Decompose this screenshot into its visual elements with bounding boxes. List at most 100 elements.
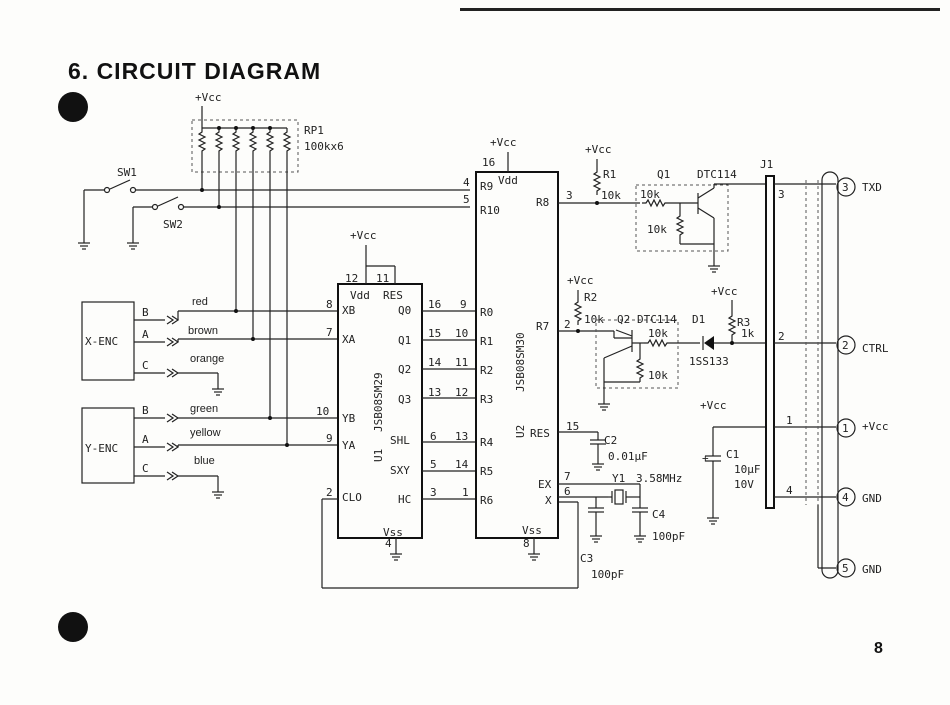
txd-driver: +Vcc R1 10k Q1 DTC114 10k 10k [558,143,766,273]
wire-yellow: yellow [190,427,221,439]
u1-pin: Q1 [398,334,411,347]
u2-pin-num: 10 [455,327,468,340]
x-enc-label: X-ENC [85,335,118,348]
switch-sw2: SW2 [126,196,470,250]
u2-pin: R10 [480,204,500,217]
u2-pin: RES [530,427,550,440]
u2-pin-num: 13 [455,430,468,443]
wire-blue: blue [194,455,215,467]
wire-green: green [190,403,218,415]
u2-pin: R8 [536,196,549,209]
u1-pin-num: 14 [428,356,442,369]
x-encoder: X-ENC B A C red brown orange [81,296,338,396]
terminal-label-txd: TXD [862,181,882,194]
ctrl-driver: +Vcc R2 10k Q2 DTC114 10k 10k D1 1SS133 … [558,274,766,411]
q1-rbase: 10k [640,188,660,201]
x-enc-pin-b: B [142,306,149,319]
terminal-num: 1 [842,422,849,435]
u1-pin: Q3 [398,393,411,406]
u1-pin: Q0 [398,304,411,317]
u1-pin-num: 15 [428,327,441,340]
j1-ref: J1 [760,158,773,171]
c1-volt: 10V [734,478,754,491]
terminal-num: 5 [842,562,849,575]
u2-pin-num: 15 [566,420,579,433]
d1-part: 1SS133 [689,355,729,368]
terminal-label-ctrl: CTRL [862,342,889,355]
u1-pin: CLO [342,491,362,504]
u2-pin: R1 [480,335,493,348]
j1-pin: 2 [778,330,785,343]
y-enc-pin-a: A [142,433,149,446]
q2-ref: Q2 [617,313,630,326]
top-rule [460,8,940,11]
r3-ref: R3 [737,316,750,329]
d1-ref: D1 [692,313,705,326]
u2-ref: U2 [514,425,527,438]
sw2-label: SW2 [163,218,183,231]
x-enc-pin-a: A [142,328,149,341]
u2-pin-num: 7 [564,470,571,483]
u1-pin: SHL [390,434,410,447]
c3-value: 100pF [591,568,624,581]
u2-pin-num: 4 [463,176,470,189]
c3-ref: C3 [580,552,593,565]
u1-pin-num: 11 [376,272,389,285]
u1-res: RES [383,289,403,302]
y1-ref: Y1 [612,472,625,485]
wire-orange: orange [190,353,224,365]
u1-pin-num: 7 [326,326,333,339]
u2-pin-num: 16 [482,156,495,169]
u1-pin-num: 3 [430,486,437,499]
c1-ref: C1 [726,448,739,461]
u2-pin: R4 [480,436,494,449]
u1-pin-num: 10 [316,405,329,418]
page-number: 8 [874,640,883,657]
u1-pin: YB [342,412,356,425]
y-enc-pin-c: C [142,462,149,475]
u2-vdd: Vdd [498,174,518,187]
u2-pin: R2 [480,364,493,377]
u2-pin-num: 9 [460,298,467,311]
u1-pin-num: 9 [326,432,333,445]
c4-ref: C4 [652,508,666,521]
u2-pin: X [545,494,552,507]
u2-vss: Vss [522,524,542,537]
u2-pin-num: 3 [566,189,573,202]
r2-ref: R2 [584,291,597,304]
terminal-num: 2 [842,339,849,352]
u1-ref: U1 [372,449,385,462]
u2-pin-num: 5 [463,193,470,206]
u2-pin-num: 14 [455,458,469,471]
u2-pin-num: 8 [523,537,530,550]
ic-u2: +Vcc 16 Vdd R9 R10 R0 R1 R2 R3 R4 R5 R6 … [455,136,579,561]
y-enc-pin-b: B [142,404,149,417]
u1-pin: HC [398,493,411,506]
resistor-network-rp1: RP1 100kx6 +Vcc [191,91,344,445]
reset-cap: C2 0.01μF [558,431,648,471]
u1-pin-num: 8 [326,298,333,311]
u1-pin: Q2 [398,363,411,376]
u1-part: JSB08SM29 [372,372,385,432]
u1-pin-num: 6 [430,430,437,443]
u2-pin-num: 1 [462,486,469,499]
u1-pin-num: 5 [430,458,437,471]
y1-value: 3.58MHz [636,472,682,485]
u2-pin: R5 [480,465,493,478]
u1-pin-num: 2 [326,486,333,499]
c2-ref: C2 [604,434,617,447]
u2-pin: R0 [480,306,493,319]
u2-pin-num: 6 [564,485,571,498]
q1-rbe: 10k [647,223,667,236]
u1-pin: XB [342,304,356,317]
terminal-label-gnd: GND [862,563,882,576]
j1-pin: 1 [786,414,793,427]
sw1-label: SW1 [117,166,137,179]
vcc-label: +Vcc [350,229,377,242]
page-title: 6. CIRCUIT DIAGRAM [68,58,322,84]
u1-vdd: Vdd [350,289,370,302]
y-enc-label: Y-ENC [85,442,118,455]
u1-pin: SXY [390,464,410,477]
u1-u2-bus [321,310,579,589]
